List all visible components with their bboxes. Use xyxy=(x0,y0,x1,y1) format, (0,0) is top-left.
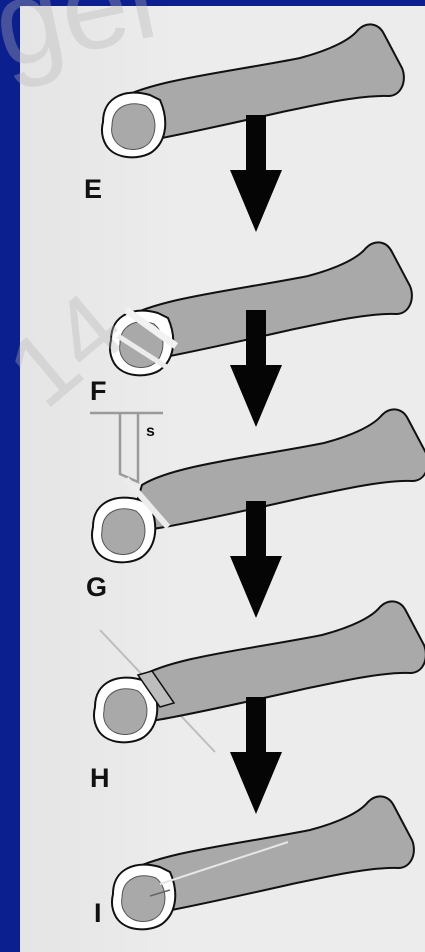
arrow-down-icon xyxy=(230,697,282,814)
stage-i-bone xyxy=(112,796,414,929)
stage-label-e: E xyxy=(84,176,102,203)
stage-label-f: F xyxy=(90,378,107,405)
arrow-down-icon xyxy=(230,501,282,618)
stage-label-i: I xyxy=(94,900,102,927)
saw-label: s xyxy=(146,424,155,440)
stage-label-g: G xyxy=(86,574,107,601)
arrow-down-icon xyxy=(230,115,282,232)
stage-label-h: H xyxy=(90,765,110,792)
